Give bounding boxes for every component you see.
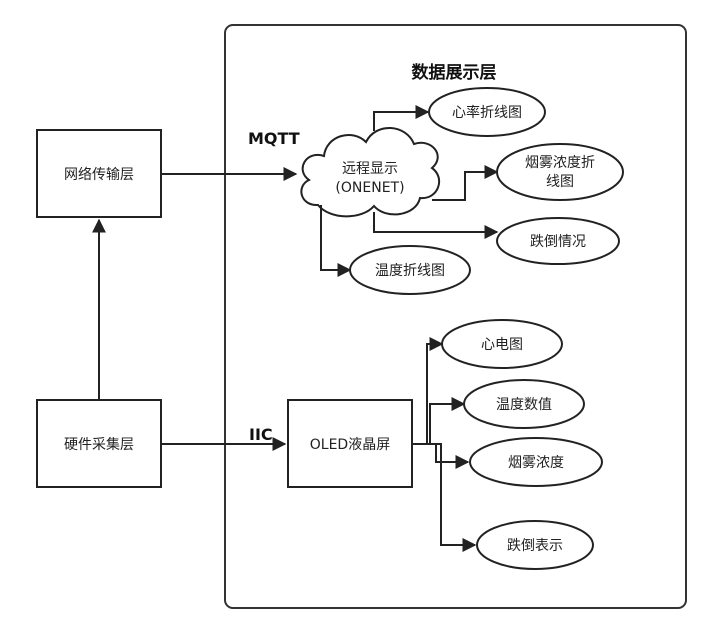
mqtt-label: MQTT [248,129,300,148]
heart-rate-chart-ellipse [428,87,546,137]
temp-chart-ellipse [349,245,471,295]
cloud-label-line1: 远程显示 [342,161,398,177]
network-layer-box [36,129,162,218]
ecg-label: 心电图 [481,337,523,353]
display-layer-title: 数据展示层 [412,62,497,83]
ecg-ellipse [441,319,563,369]
smoke-chart-label-line2: 线图 [546,174,574,190]
network-layer-label: 网络传输层 [64,167,134,183]
oled-to-temp-value-arrow [412,397,466,445]
temp-value-ellipse [463,379,585,429]
hardware-layer-label: 硬件采集层 [64,436,134,453]
smoke-conc-label: 烟雾浓度 [508,455,564,471]
smoke-chart-label-line1: 烟雾浓度折 [525,155,595,171]
temp-chart-label: 温度折线图 [375,263,445,279]
cloud-to-temp-chart-arrow [320,205,352,277]
oled-to-ecg-arrow [412,337,444,445]
iic-label: IIC [249,425,273,444]
fall-display-ellipse [476,520,594,570]
fall-status-ellipse [496,217,620,265]
oled-to-fall-display-arrow [412,443,477,552]
heart-rate-chart-label: 心率折线图 [452,104,522,121]
temp-value-label: 温度数值 [496,397,552,413]
smoke-conc-ellipse [469,437,603,487]
cloud-shape [300,127,441,218]
hardware-layer-box [36,399,162,488]
cloud-to-heart-rate-arrow [373,105,430,131]
oled-box [287,399,413,488]
fall-status-label: 跌倒情况 [530,234,586,250]
fall-display-label: 跌倒表示 [507,538,563,554]
cloud-label-line2: (ONENET) [335,180,404,196]
smoke-chart-ellipse [496,143,624,201]
display-layer-container [224,24,687,609]
cloud-to-smoke-chart-arrow [432,165,499,201]
cloud-to-fall-status-arrow [373,212,499,239]
oled-label: OLED液晶屏 [310,437,390,453]
